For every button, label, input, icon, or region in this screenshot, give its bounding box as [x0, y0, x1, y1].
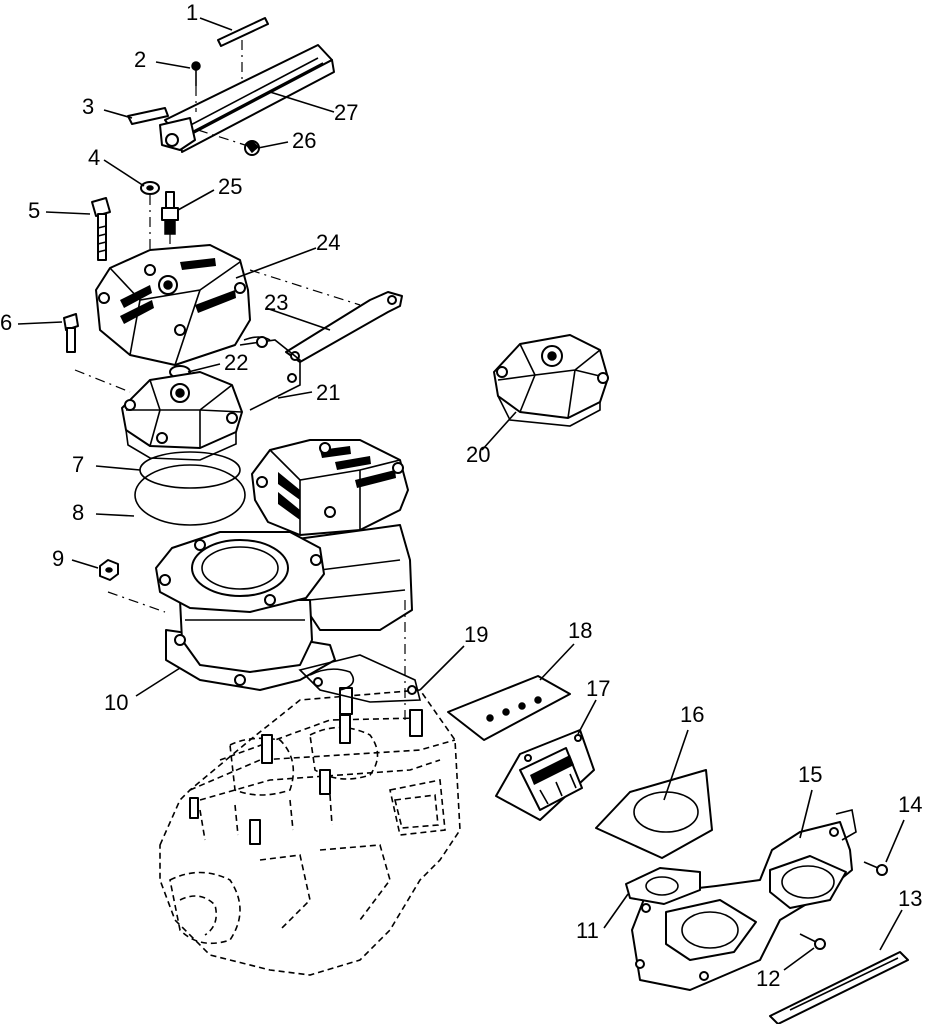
callout-5: 5 — [28, 198, 40, 223]
callout-8: 8 — [72, 500, 84, 525]
callout-10: 10 — [104, 690, 128, 715]
callout-19: 19 — [464, 622, 488, 647]
part-7-o-ring — [139, 451, 241, 489]
part-9-nut — [99, 559, 166, 613]
part-12-screw — [799, 933, 826, 950]
part-19-gasket — [298, 654, 422, 703]
callout-24: 24 — [316, 230, 340, 255]
callout-25: 25 — [218, 174, 242, 199]
callout-16: 16 — [680, 702, 704, 727]
part-2-screw — [191, 61, 201, 112]
part-14-screw — [863, 861, 888, 876]
callout-13: 13 — [898, 886, 922, 911]
callout-1: 1 — [186, 0, 198, 25]
crankcase-outline — [159, 687, 461, 976]
callout-6: 6 — [0, 310, 12, 335]
callout-17: 17 — [586, 676, 610, 701]
part-24-head-cover — [95, 244, 251, 366]
callout-15: 15 — [798, 762, 822, 787]
part-21-gasket — [239, 336, 301, 411]
part-6-bolt — [63, 313, 131, 393]
part-17-reed-valve — [495, 729, 595, 821]
part-5-bolt — [91, 197, 111, 261]
callout-4: 4 — [88, 145, 100, 170]
part-13-strap — [769, 951, 909, 1024]
part-27-rail — [159, 44, 335, 153]
part-15-manifold — [631, 809, 857, 991]
callout-26: 26 — [292, 128, 316, 153]
callout-11: 11 — [576, 918, 599, 943]
callout-14: 14 — [898, 792, 922, 817]
part-8-o-ring — [134, 464, 246, 526]
leader-lines — [17, 17, 905, 971]
part-10-cylinder — [155, 531, 336, 691]
callout-23: 23 — [264, 290, 288, 315]
part-18-plate — [447, 675, 571, 741]
rear-cylinder-head — [251, 439, 409, 536]
callout-3: 3 — [82, 94, 94, 119]
callout-20: 20 — [466, 442, 490, 467]
callout-labels: 1 2 3 4 5 6 7 8 9 10 11 12 13 14 15 16 1… — [0, 0, 922, 991]
callout-21: 21 — [316, 380, 340, 405]
part-23-bracket — [249, 269, 403, 363]
part-16-gasket — [595, 769, 713, 859]
callout-27: 27 — [334, 100, 358, 125]
part-20-cylinder-head — [493, 334, 609, 427]
part-3-clip — [127, 107, 169, 125]
callout-7: 7 — [72, 452, 84, 477]
part-11-gasket — [625, 867, 701, 905]
callout-22: 22 — [224, 350, 248, 375]
cylinder-head-inner — [121, 371, 243, 461]
callout-9: 9 — [52, 546, 64, 571]
callout-18: 18 — [568, 618, 592, 643]
callout-2: 2 — [134, 47, 146, 72]
callout-12: 12 — [756, 966, 780, 991]
part-25-spark-plug — [161, 191, 179, 262]
part-4-washer — [140, 181, 160, 255]
